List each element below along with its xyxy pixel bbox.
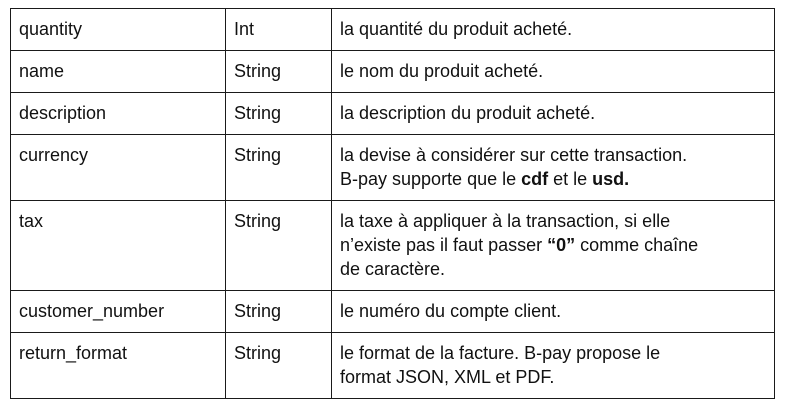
- param-type-cell: String: [225, 134, 332, 201]
- param-type-cell: Int: [225, 8, 332, 51]
- param-type-cell: String: [225, 50, 332, 93]
- description-text: et le: [548, 169, 593, 189]
- description-line: de caractère.: [340, 257, 768, 281]
- description-text: format JSON, XML et PDF.: [340, 367, 555, 387]
- param-type-cell: String: [225, 290, 332, 333]
- description-line: la taxe à appliquer à la transaction, si…: [340, 209, 768, 233]
- param-description-cell: la quantité du produit acheté.: [331, 8, 775, 51]
- description-line: la description du produit acheté.: [340, 101, 768, 125]
- param-description-cell: le format de la facture. B-pay propose l…: [331, 332, 775, 399]
- description-text: la description du produit acheté.: [340, 103, 596, 123]
- description-line: le nom du produit acheté.: [340, 59, 768, 83]
- description-text: la taxe à appliquer à la transaction, si…: [340, 211, 671, 231]
- param-description-cell: la devise à considérer sur cette transac…: [331, 134, 775, 201]
- description-text: la quantité du produit acheté.: [340, 19, 573, 39]
- description-text: le numéro du compte client.: [340, 301, 562, 321]
- description-line: n’existe pas il faut passer “0” comme ch…: [340, 233, 768, 257]
- param-type-cell: String: [225, 92, 332, 135]
- description-text: la devise à considérer sur cette transac…: [340, 145, 688, 165]
- description-text: B-pay supporte que le: [340, 169, 522, 189]
- param-name-cell: return_format: [10, 332, 226, 399]
- description-text: le format de la facture. B-pay propose l…: [340, 343, 661, 363]
- description-text: n’existe pas il faut passer: [340, 235, 548, 255]
- param-name-cell: currency: [10, 134, 226, 201]
- description-line: le numéro du compte client.: [340, 299, 768, 323]
- param-name-cell: name: [10, 50, 226, 93]
- description-line: la quantité du produit acheté.: [340, 17, 768, 41]
- param-description-cell: le nom du produit acheté.: [331, 50, 775, 93]
- param-description-cell: la taxe à appliquer à la transaction, si…: [331, 200, 775, 291]
- param-description-cell: le numéro du compte client.: [331, 290, 775, 333]
- description-bold-text: “0”: [547, 235, 576, 255]
- param-name-cell: quantity: [10, 8, 226, 51]
- description-bold-text: cdf: [521, 169, 549, 189]
- description-text: le nom du produit acheté.: [340, 61, 544, 81]
- param-name-cell: customer_number: [10, 290, 226, 333]
- description-text: de caractère.: [340, 259, 446, 279]
- param-name-cell: tax: [10, 200, 226, 291]
- description-line: la devise à considérer sur cette transac…: [340, 143, 768, 167]
- description-line: B-pay supporte que le cdf et le usd.: [340, 167, 768, 191]
- description-text: comme chaîne: [575, 235, 699, 255]
- description-line: le format de la facture. B-pay propose l…: [340, 341, 768, 365]
- description-line: format JSON, XML et PDF.: [340, 365, 768, 389]
- param-type-cell: String: [225, 200, 332, 291]
- param-description-cell: la description du produit acheté.: [331, 92, 775, 135]
- param-type-cell: String: [225, 332, 332, 399]
- param-name-cell: description: [10, 92, 226, 135]
- description-bold-text: usd.: [592, 169, 630, 189]
